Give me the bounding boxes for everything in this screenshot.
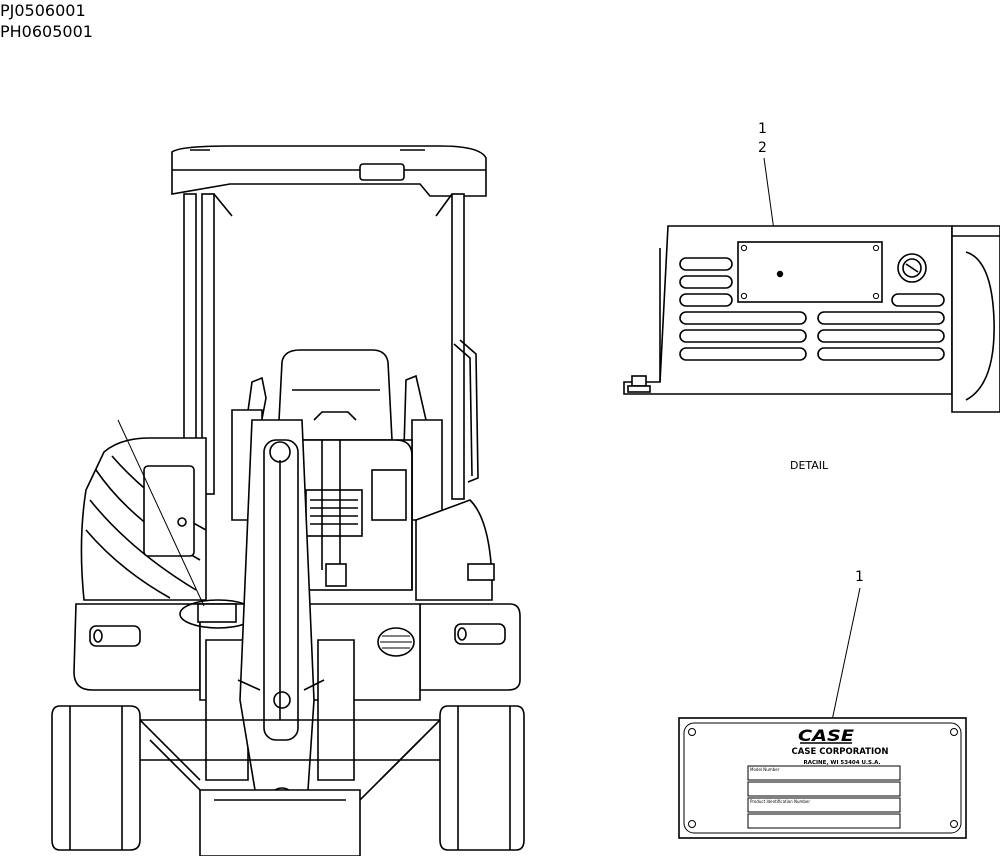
detail-callout-1: 1 [758, 121, 767, 137]
pin-field [747, 797, 901, 813]
document-code: PJ0506001 [0, 1, 86, 20]
plate-address: RACINE, WI 53404 U.S.A. [803, 760, 880, 766]
model-number-label: Model Number [750, 767, 780, 772]
model-number-field [747, 765, 901, 781]
detail-caption: DETAIL [790, 459, 829, 472]
plate-company: CASE CORPORATION [792, 747, 889, 757]
document-codes: PJ0506001 PH0605001 [0, 0, 93, 42]
pin-label: Product Identification Number [750, 799, 810, 804]
serial-plate [678, 717, 967, 839]
serial-plate-closeup: 1 CASE CASE CORPORATION RACINE, WI 53404… [678, 569, 967, 839]
detail-callout-2: 2 [758, 140, 767, 156]
detail-serial-plate [737, 241, 883, 303]
excavator-illustration [51, 145, 525, 856]
detail-view: 1 2 DETAIL [623, 121, 1000, 472]
serial-plate-location [197, 603, 237, 623]
plate-callout-1: 1 [855, 569, 864, 585]
plate-brand-logo: CASE [798, 726, 854, 745]
plate-leader-line [829, 587, 861, 731]
document-code: PH0605001 [0, 22, 93, 41]
engine-access-panel [143, 465, 195, 557]
